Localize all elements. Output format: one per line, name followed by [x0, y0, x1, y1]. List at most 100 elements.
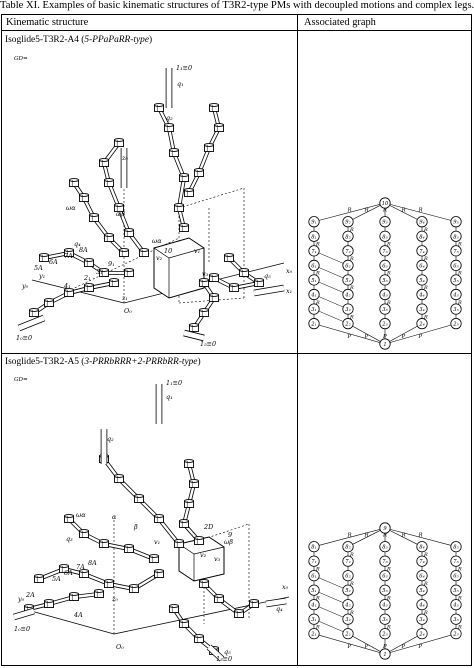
graph-node-label: 8₄: [419, 234, 424, 240]
revolute-joint: [69, 592, 79, 601]
joint-top: [79, 193, 89, 197]
graph-node: [450, 555, 462, 567]
graph-node-label: 4₂: [344, 603, 350, 609]
graph-node-label: 3₂: [345, 307, 350, 313]
revolute-joint: [239, 268, 249, 277]
figure-label: z₀: [121, 154, 128, 162]
row-1-paren-open: (: [78, 35, 85, 45]
figure-label: β: [133, 523, 138, 531]
revolute-joint: [224, 253, 234, 262]
graph-node-label: 4₃: [381, 293, 387, 299]
graph-node-label: 7₁: [311, 249, 316, 255]
revolute-joint: [64, 514, 74, 523]
joint-top: [184, 499, 194, 503]
revolute-joint: [104, 233, 114, 242]
graph-node: [379, 259, 391, 272]
graph-node-label: 3₁: [311, 307, 316, 313]
revolute-joint: [79, 569, 89, 578]
figure-label: 9₁: [108, 260, 115, 268]
graph-edge-label: R: [401, 207, 406, 213]
row-1-paren-close: ): [148, 35, 153, 45]
revolute-joint: [254, 278, 264, 287]
revolute-joint: [214, 594, 224, 603]
revolute-joint: [234, 609, 244, 618]
graph-edge-label: P: [401, 644, 406, 650]
figure-label: 10: [164, 247, 172, 255]
graph-node: [342, 230, 354, 242]
row-2-name: Isoglide5-T3R2-A5: [5, 357, 79, 367]
graph-edge-label: P: [364, 644, 369, 650]
figure-label: x₁: [286, 287, 292, 295]
graph-node-label: 3₅: [453, 617, 459, 623]
graph-node-label: 7₅: [453, 559, 459, 565]
revolute-joint: [169, 604, 179, 613]
graph-edge-label: R: [386, 300, 391, 306]
joint-top: [169, 148, 179, 152]
graph-node: [342, 555, 354, 567]
joint-top: [94, 589, 104, 593]
graph-edge: [347, 202, 386, 223]
figure-label: v₁: [194, 247, 200, 255]
graph-node: [308, 570, 320, 582]
figure-label: 6A: [49, 258, 58, 266]
joint-top: [184, 188, 194, 192]
graph-edge-label: R: [457, 624, 462, 630]
revolute-joint: [129, 584, 139, 593]
joint-top: [129, 584, 139, 588]
graph-node-label: 7₂: [345, 249, 350, 255]
graph-edge-label: P: [418, 334, 423, 340]
graph-node-label: 1: [383, 652, 386, 658]
graph-node-label: 9₁: [311, 220, 316, 226]
graph-edge-label: R: [349, 581, 354, 587]
graph-node: [379, 648, 391, 660]
graph-edge: [347, 633, 386, 655]
graph-edge: [384, 527, 423, 547]
graph-node: [342, 318, 354, 330]
joint-top: [44, 599, 54, 603]
graph-node: [342, 584, 354, 596]
graph-node-label: 6₂: [345, 574, 350, 580]
graph-node-label: 6₃: [382, 263, 387, 269]
figure-label: y₀: [21, 282, 29, 290]
revolute-joint: [114, 138, 124, 147]
figure-label: ωα: [76, 511, 86, 519]
platform-edges: [153, 247, 205, 298]
graph-edge-label: P: [347, 644, 352, 650]
revolute-joint: [184, 459, 194, 468]
joint-top: [139, 248, 149, 252]
revolute-joint: [174, 203, 184, 212]
figure-label: α: [112, 513, 117, 521]
joint-top: [199, 579, 209, 583]
graph-node-label: 3₃: [382, 307, 387, 313]
revolute-joint: [229, 283, 239, 292]
graph-node: [450, 230, 462, 242]
figure-label: 6A: [64, 569, 73, 577]
graph-edge-label: R: [401, 532, 406, 538]
graph-node: [342, 570, 354, 582]
graph-edge-label: R: [423, 581, 428, 587]
joint-top: [64, 248, 74, 252]
figure-label: z₀: [111, 595, 118, 603]
link-fill: [13, 608, 35, 620]
figure-label: v₁: [154, 538, 160, 546]
graph-edge: [384, 323, 423, 345]
frame-axis-y: [23, 608, 115, 635]
graph-node: [342, 288, 354, 301]
figure-label: ωβ: [116, 210, 125, 218]
graph-node: [379, 318, 391, 330]
graph-node: [379, 555, 391, 567]
row-2-label: Isoglide5-T3R2-A5 (3-PRRbRRR+2-PRRbRR-ty…: [5, 356, 201, 368]
figure-label: 1₁≡0: [166, 379, 182, 387]
revolute-joint: [64, 248, 74, 257]
revolute-joint: [179, 223, 189, 232]
figure-label: 2A: [25, 591, 35, 599]
revolute-joint: [179, 173, 189, 182]
graph-edge: [313, 604, 349, 620]
link-fill: [177, 177, 186, 209]
joint-top: [189, 479, 199, 483]
graph-node: [379, 230, 391, 242]
graph-edge-label: R: [423, 285, 428, 291]
graph-edge-label: R: [382, 532, 387, 538]
joint-top: [69, 178, 79, 182]
